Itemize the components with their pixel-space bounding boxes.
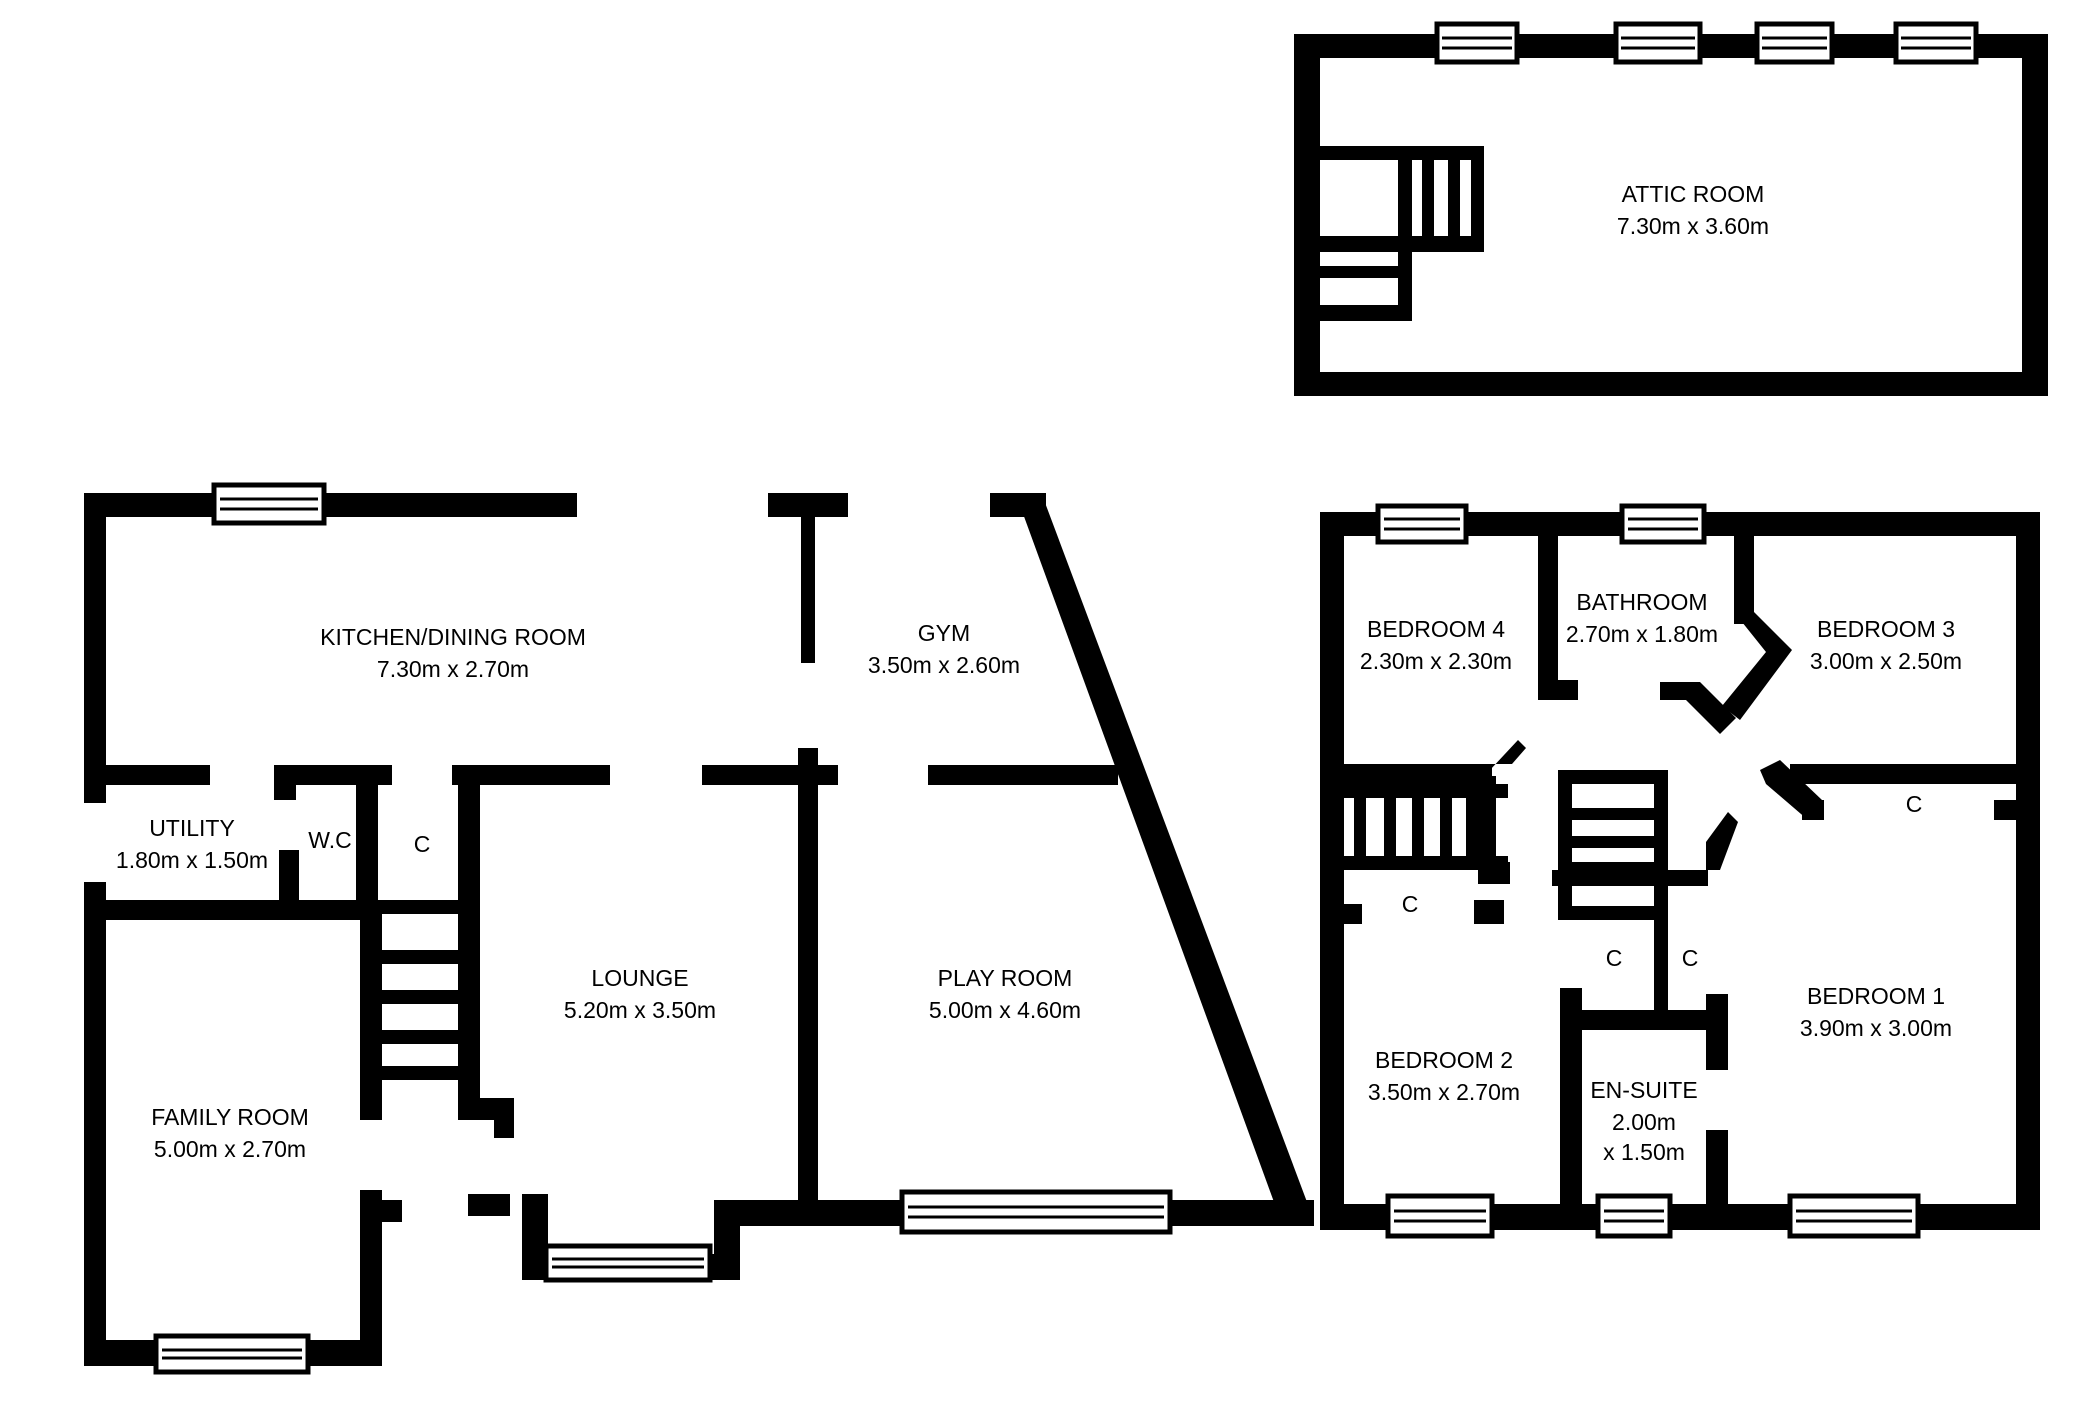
family-size: 5.00m x 2.70m	[154, 1136, 306, 1162]
bathroom-name: BATHROOM	[1576, 589, 1707, 615]
family-wall-stub	[360, 1200, 402, 1222]
playroom-name: PLAY ROOM	[938, 965, 1073, 991]
kitchen-wall-top	[84, 493, 577, 517]
lounge-playroom-partition	[798, 748, 818, 1218]
ensuite-wall-top	[1582, 1010, 1708, 1030]
bathroom-wall-left	[1538, 512, 1558, 697]
gym-name: GYM	[918, 620, 970, 646]
kitchen-window	[211, 482, 327, 526]
attic-wall-left	[1294, 34, 1320, 396]
family-wall-right	[360, 1190, 382, 1366]
bedroom4-name: BEDROOM 4	[1367, 616, 1505, 642]
attic-room-size: 7.30m x 3.60m	[1617, 213, 1769, 239]
playroom-size: 5.00m x 4.60m	[929, 997, 1081, 1023]
gym-partition	[801, 493, 815, 663]
gym-wall-bottom	[928, 765, 1118, 785]
attic-wall-bottom	[1294, 372, 2048, 396]
bedroom3-name: BEDROOM 3	[1817, 616, 1955, 642]
first-cupboard-label-3: C	[1606, 945, 1623, 971]
ensuite-wall-right-lower	[1706, 1130, 1728, 1218]
wc-name: W.C	[308, 827, 351, 853]
bedroom1-name: BEDROOM 1	[1807, 983, 1945, 1009]
kitchen-wall-bottom-1	[84, 765, 210, 785]
attic-wall-right	[2022, 34, 2048, 396]
stairs-wall-left	[360, 900, 382, 1120]
bedroom3-wall-bottom	[1790, 764, 2040, 784]
attic-window-3	[1754, 21, 1835, 65]
first-staircase-left	[1344, 776, 1510, 924]
bedroom2-window	[1385, 1193, 1495, 1239]
ensuite-size-line2: x 1.50m	[1603, 1139, 1685, 1165]
bedroom1-stub-a	[1802, 800, 1824, 820]
first-wall-right	[2016, 512, 2040, 1230]
bedroom4-wall-bottom	[1320, 764, 1492, 784]
partition-cap	[818, 765, 836, 785]
playroom-window	[899, 1189, 1173, 1235]
bathroom-stub-left	[1538, 680, 1578, 700]
first-floor: BEDROOM 4 2.30m x 2.30m BATHROOM 2.70m x…	[1320, 503, 2040, 1239]
attic-room-name: ATTIC ROOM	[1622, 181, 1765, 207]
lounge-size: 5.20m x 3.50m	[564, 997, 716, 1023]
bedroom2-name: BEDROOM 2	[1375, 1047, 1513, 1073]
bathroom-size: 2.70m x 1.80m	[1566, 621, 1718, 647]
playroom-wall-diagonal	[1018, 500, 1310, 1224]
ensuite-size-line1: 2.00m	[1612, 1109, 1676, 1135]
bedroom4-window	[1375, 503, 1469, 545]
bedroom1-stub-b	[1994, 800, 2018, 820]
lounge-name: LOUNGE	[591, 965, 688, 991]
ensuite-name: EN-SUITE	[1590, 1077, 1697, 1103]
ground-staircase	[370, 900, 470, 1080]
family-name: FAMILY ROOM	[151, 1104, 309, 1130]
lounge-wall-top-left	[452, 765, 610, 785]
kitchen-wall-left	[84, 493, 106, 803]
attic-staircase	[1318, 146, 1484, 321]
bedroom1-size: 3.90m x 3.00m	[1800, 1015, 1952, 1041]
bedroom2-size: 3.50m x 2.70m	[1368, 1079, 1520, 1105]
first-staircase-centre	[1552, 770, 1738, 1010]
ensuite-window	[1595, 1193, 1673, 1239]
first-cupboard-label-1: C	[1906, 791, 1923, 817]
family-wall-left	[84, 882, 106, 1366]
wc-wall-stub	[274, 765, 296, 800]
bathroom-wall-right	[1734, 512, 1754, 624]
wc-wall-right	[356, 765, 378, 900]
attic-floor: ATTIC ROOM 7.30m x 3.60m	[1294, 21, 2048, 396]
lounge-stub-2	[494, 1098, 514, 1138]
attic-window-4	[1893, 21, 1979, 65]
ground-floor: KITCHEN/DINING ROOM 7.30m x 2.70m GYM 3.…	[84, 482, 1314, 1375]
first-wall-left	[1320, 512, 1344, 1230]
kitchen-size: 7.30m x 2.70m	[377, 656, 529, 682]
attic-window-2	[1613, 21, 1703, 65]
utility-wall-bottom	[84, 900, 378, 920]
ground-cupboard-label: C	[414, 831, 431, 857]
bedroom3-size: 3.00m x 2.50m	[1810, 648, 1962, 674]
family-window	[153, 1333, 311, 1375]
bathroom-stub-right	[1660, 682, 1736, 734]
utility-name: UTILITY	[149, 815, 235, 841]
bedroom1-window	[1787, 1193, 1921, 1239]
bedroom3-angled-wall	[1722, 612, 1792, 720]
bedroom4-door-stub	[1490, 740, 1526, 770]
kitchen-name: KITCHEN/DINING ROOM	[320, 624, 586, 650]
lounge-window	[543, 1243, 713, 1283]
wc-wall-left	[279, 850, 299, 900]
lounge-wall-stub-bottom	[468, 1194, 510, 1216]
first-cupboard-label-2: C	[1402, 891, 1419, 917]
gym-size: 3.50m x 2.60m	[868, 652, 1020, 678]
bathroom-window	[1619, 503, 1707, 545]
first-cupboard-label-4: C	[1682, 945, 1699, 971]
attic-window-1	[1434, 21, 1520, 65]
ensuite-wall-left	[1560, 988, 1582, 1218]
bedroom4-size: 2.30m x 2.30m	[1360, 648, 1512, 674]
ensuite-wall-right-upper	[1706, 994, 1728, 1070]
utility-size: 1.80m x 1.50m	[116, 847, 268, 873]
